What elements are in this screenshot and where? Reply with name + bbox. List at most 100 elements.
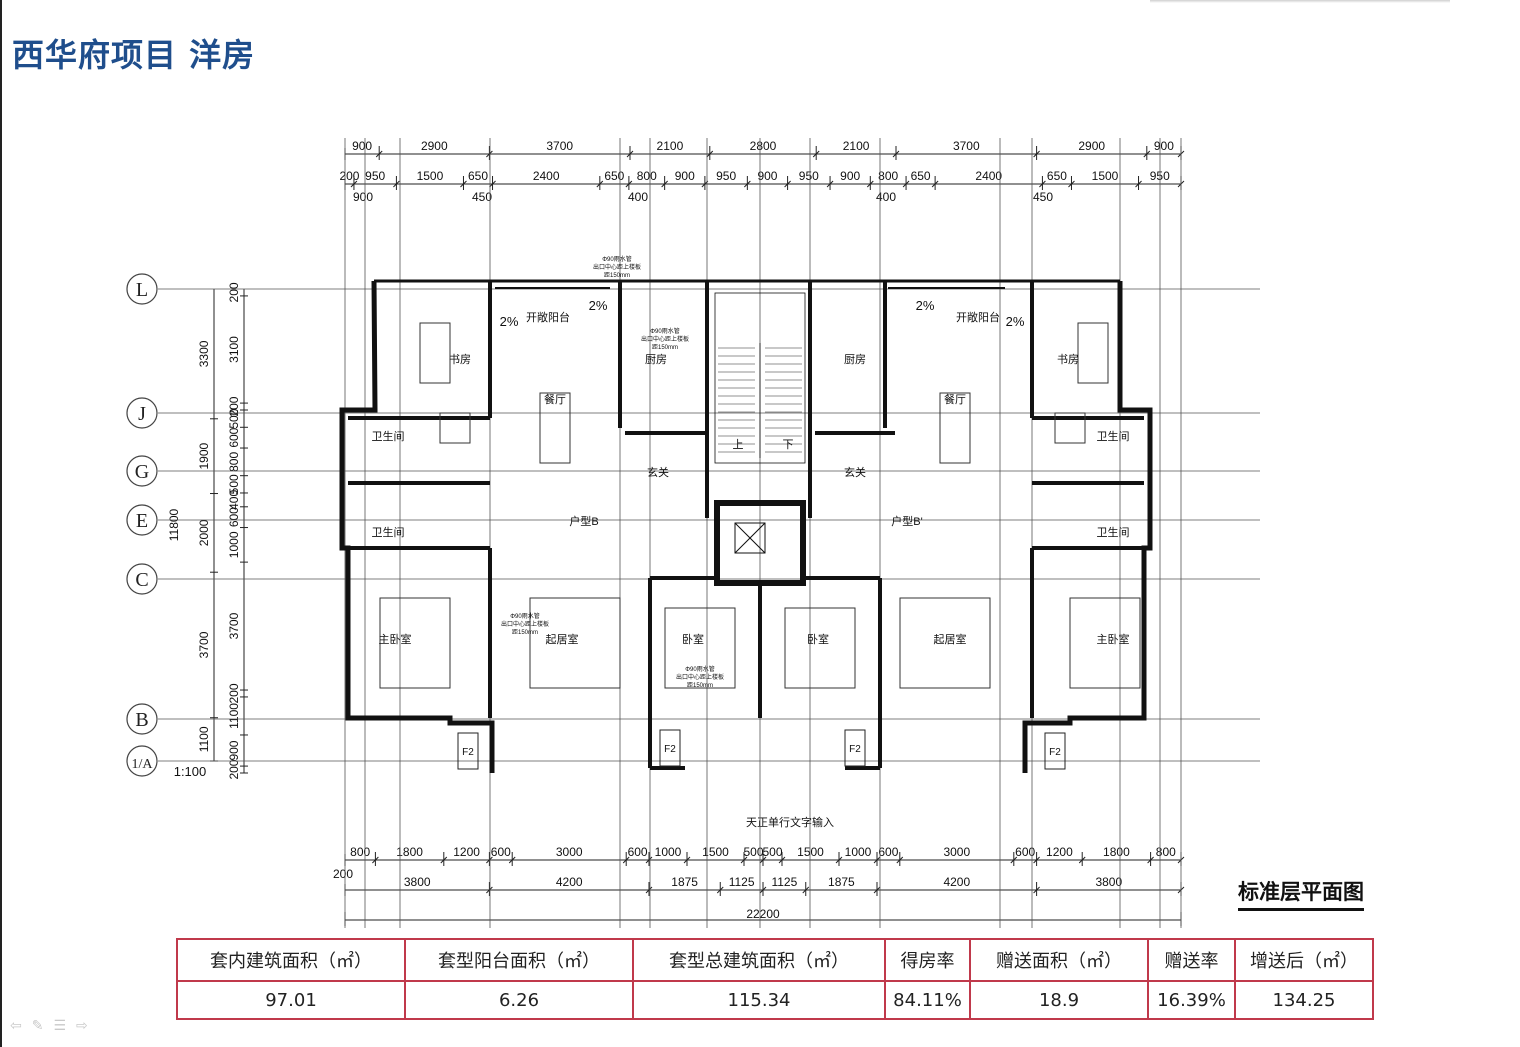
f2-label: F2 bbox=[462, 747, 474, 758]
dimension-label: 200 bbox=[227, 759, 241, 779]
pipe-note: 出口中心距上楼板 bbox=[641, 335, 689, 343]
slideshow-nav[interactable]: ⇦✎☰⇨ bbox=[10, 1018, 98, 1034]
header-cell: 得房率 bbox=[884, 938, 971, 982]
slope-label: 2% bbox=[916, 298, 935, 313]
dimension-label: 1000 bbox=[227, 531, 241, 558]
pipe-note: 距150mm bbox=[652, 344, 678, 351]
walls bbox=[339, 279, 1153, 773]
room-label: 卫生间 bbox=[1097, 429, 1130, 443]
axis-bubble bbox=[126, 563, 158, 595]
pipe-note: 距150mm bbox=[512, 629, 538, 636]
dimension-label: 200 bbox=[333, 867, 353, 881]
dimension-label: 600 bbox=[227, 427, 241, 447]
value-cell: 97.01 bbox=[176, 980, 406, 1020]
room-label: 玄关 bbox=[647, 465, 669, 479]
dimension-label: 4200 bbox=[943, 875, 970, 889]
dimension-label: 600 bbox=[878, 845, 898, 859]
stairs bbox=[714, 292, 806, 464]
f2-box bbox=[659, 729, 681, 767]
dimension-label: 950 bbox=[365, 169, 385, 183]
dimension-label: 2800 bbox=[750, 139, 777, 153]
dimension-label: 450 bbox=[472, 190, 492, 204]
dimension-label: 1875 bbox=[828, 875, 855, 889]
room-label: 起居室 bbox=[546, 632, 579, 646]
dimension-label: 3700 bbox=[227, 612, 241, 639]
dimension-label: 800 bbox=[878, 169, 898, 183]
dimension-label: 3000 bbox=[556, 845, 583, 859]
f2-label: F2 bbox=[849, 744, 861, 755]
room-label: 卫生间 bbox=[372, 525, 405, 539]
prev-arrow-icon[interactable]: ⇦ bbox=[10, 1018, 32, 1034]
f2-box bbox=[457, 732, 479, 770]
pipe-note: Φ90雨水管 bbox=[650, 327, 679, 335]
dimension-label: 3800 bbox=[1095, 875, 1122, 889]
room-label: 主卧室 bbox=[379, 632, 412, 646]
side-dimensions: 3300190020003700110020031002005006008005… bbox=[167, 282, 248, 780]
slide-top-shadow bbox=[1150, 0, 1450, 3]
dimension-label: 1500 bbox=[417, 169, 444, 183]
dimension-label: 3100 bbox=[227, 336, 241, 363]
dimension-label: 2100 bbox=[843, 139, 870, 153]
dimension-label: 1100 bbox=[227, 703, 241, 729]
axis-label: G bbox=[135, 461, 149, 483]
dimension-label: 600 bbox=[227, 507, 241, 527]
dimension-label: 1500 bbox=[797, 845, 824, 859]
dimension-label: 450 bbox=[1033, 190, 1053, 204]
dimension-label: 3300 bbox=[197, 340, 211, 367]
dimension-label: 650 bbox=[911, 169, 931, 183]
value-cell: 84.11% bbox=[884, 980, 971, 1020]
dimension-label: 1000 bbox=[845, 845, 872, 859]
room-label: 卫生间 bbox=[372, 429, 405, 443]
room-label: 下 bbox=[783, 439, 794, 451]
elevator-shaft bbox=[714, 500, 806, 586]
axis-bubble bbox=[126, 273, 158, 305]
axis-bubble bbox=[126, 455, 158, 487]
value-cell: 16.39% bbox=[1147, 980, 1236, 1020]
dimension-label: 800 bbox=[227, 452, 241, 472]
dimension-label: 1500 bbox=[1092, 169, 1119, 183]
dimension-label: 500 bbox=[227, 474, 241, 494]
dimension-label: 500 bbox=[227, 408, 241, 428]
outer-wall-right bbox=[1022, 281, 1153, 773]
room-label: 厨房 bbox=[844, 353, 866, 366]
axis-grid bbox=[158, 138, 1260, 928]
dimension-label: 3800 bbox=[404, 875, 431, 889]
slope-label: 2% bbox=[589, 298, 608, 313]
dimension-label: 650 bbox=[1047, 169, 1067, 183]
dimension-label: 900 bbox=[227, 740, 241, 760]
room-label: 厨房 bbox=[645, 353, 667, 366]
pipe-note: 出口中心距上楼板 bbox=[501, 620, 549, 628]
pipe-note: Φ90雨水管 bbox=[602, 255, 631, 263]
dimension-label: 1100 bbox=[197, 726, 211, 752]
dimension-label: 4200 bbox=[556, 875, 583, 889]
dimension-label: 1900 bbox=[197, 442, 211, 469]
slope-label: 2% bbox=[500, 314, 519, 329]
pen-icon[interactable]: ✎ bbox=[31, 1018, 54, 1034]
next-arrow-icon[interactable]: ⇨ bbox=[76, 1018, 98, 1034]
slope-label: 2% bbox=[1006, 314, 1025, 329]
pipe-note: 出口中心距上楼板 bbox=[676, 673, 724, 681]
pipe-note: Φ90雨水管 bbox=[510, 612, 539, 620]
dimension-label: 2000 bbox=[197, 519, 211, 546]
area-table-row: 97.01 6.26 115.34 84.11% 18.9 16.39% 134… bbox=[176, 980, 1374, 1020]
axis-label: C bbox=[135, 569, 148, 591]
dimension-label: 950 bbox=[716, 169, 736, 183]
axis-label: 1/A bbox=[132, 757, 154, 772]
menu-icon[interactable]: ☰ bbox=[53, 1018, 77, 1034]
dimension-label: 1500 bbox=[702, 845, 729, 859]
value-cell: 115.34 bbox=[632, 980, 886, 1020]
header-cell: 套内建筑面积（㎡） bbox=[176, 938, 406, 982]
slide-title: 西华府项目 洋房 bbox=[12, 36, 256, 74]
header-cell: 赠送面积（㎡） bbox=[969, 938, 1149, 982]
room-label: 户型B bbox=[569, 514, 598, 528]
pipe-note: Φ90雨水管 bbox=[685, 665, 714, 673]
dimension-label: 900 bbox=[675, 169, 695, 183]
header-cell: 增送后（㎡） bbox=[1234, 938, 1374, 982]
area-table-header-row: 套内建筑面积（㎡） 套型阳台面积（㎡） 套型总建筑面积（㎡） 得房率 赠送面积（… bbox=[176, 938, 1374, 982]
room-label: 玄关 bbox=[844, 465, 866, 479]
f2-label: F2 bbox=[664, 744, 676, 755]
plan-caption: 标准层平面图 bbox=[1238, 876, 1364, 911]
dimension-label: 600 bbox=[628, 845, 648, 859]
dimension-label: 200 bbox=[339, 169, 359, 183]
dimension-label: 600 bbox=[491, 845, 511, 859]
